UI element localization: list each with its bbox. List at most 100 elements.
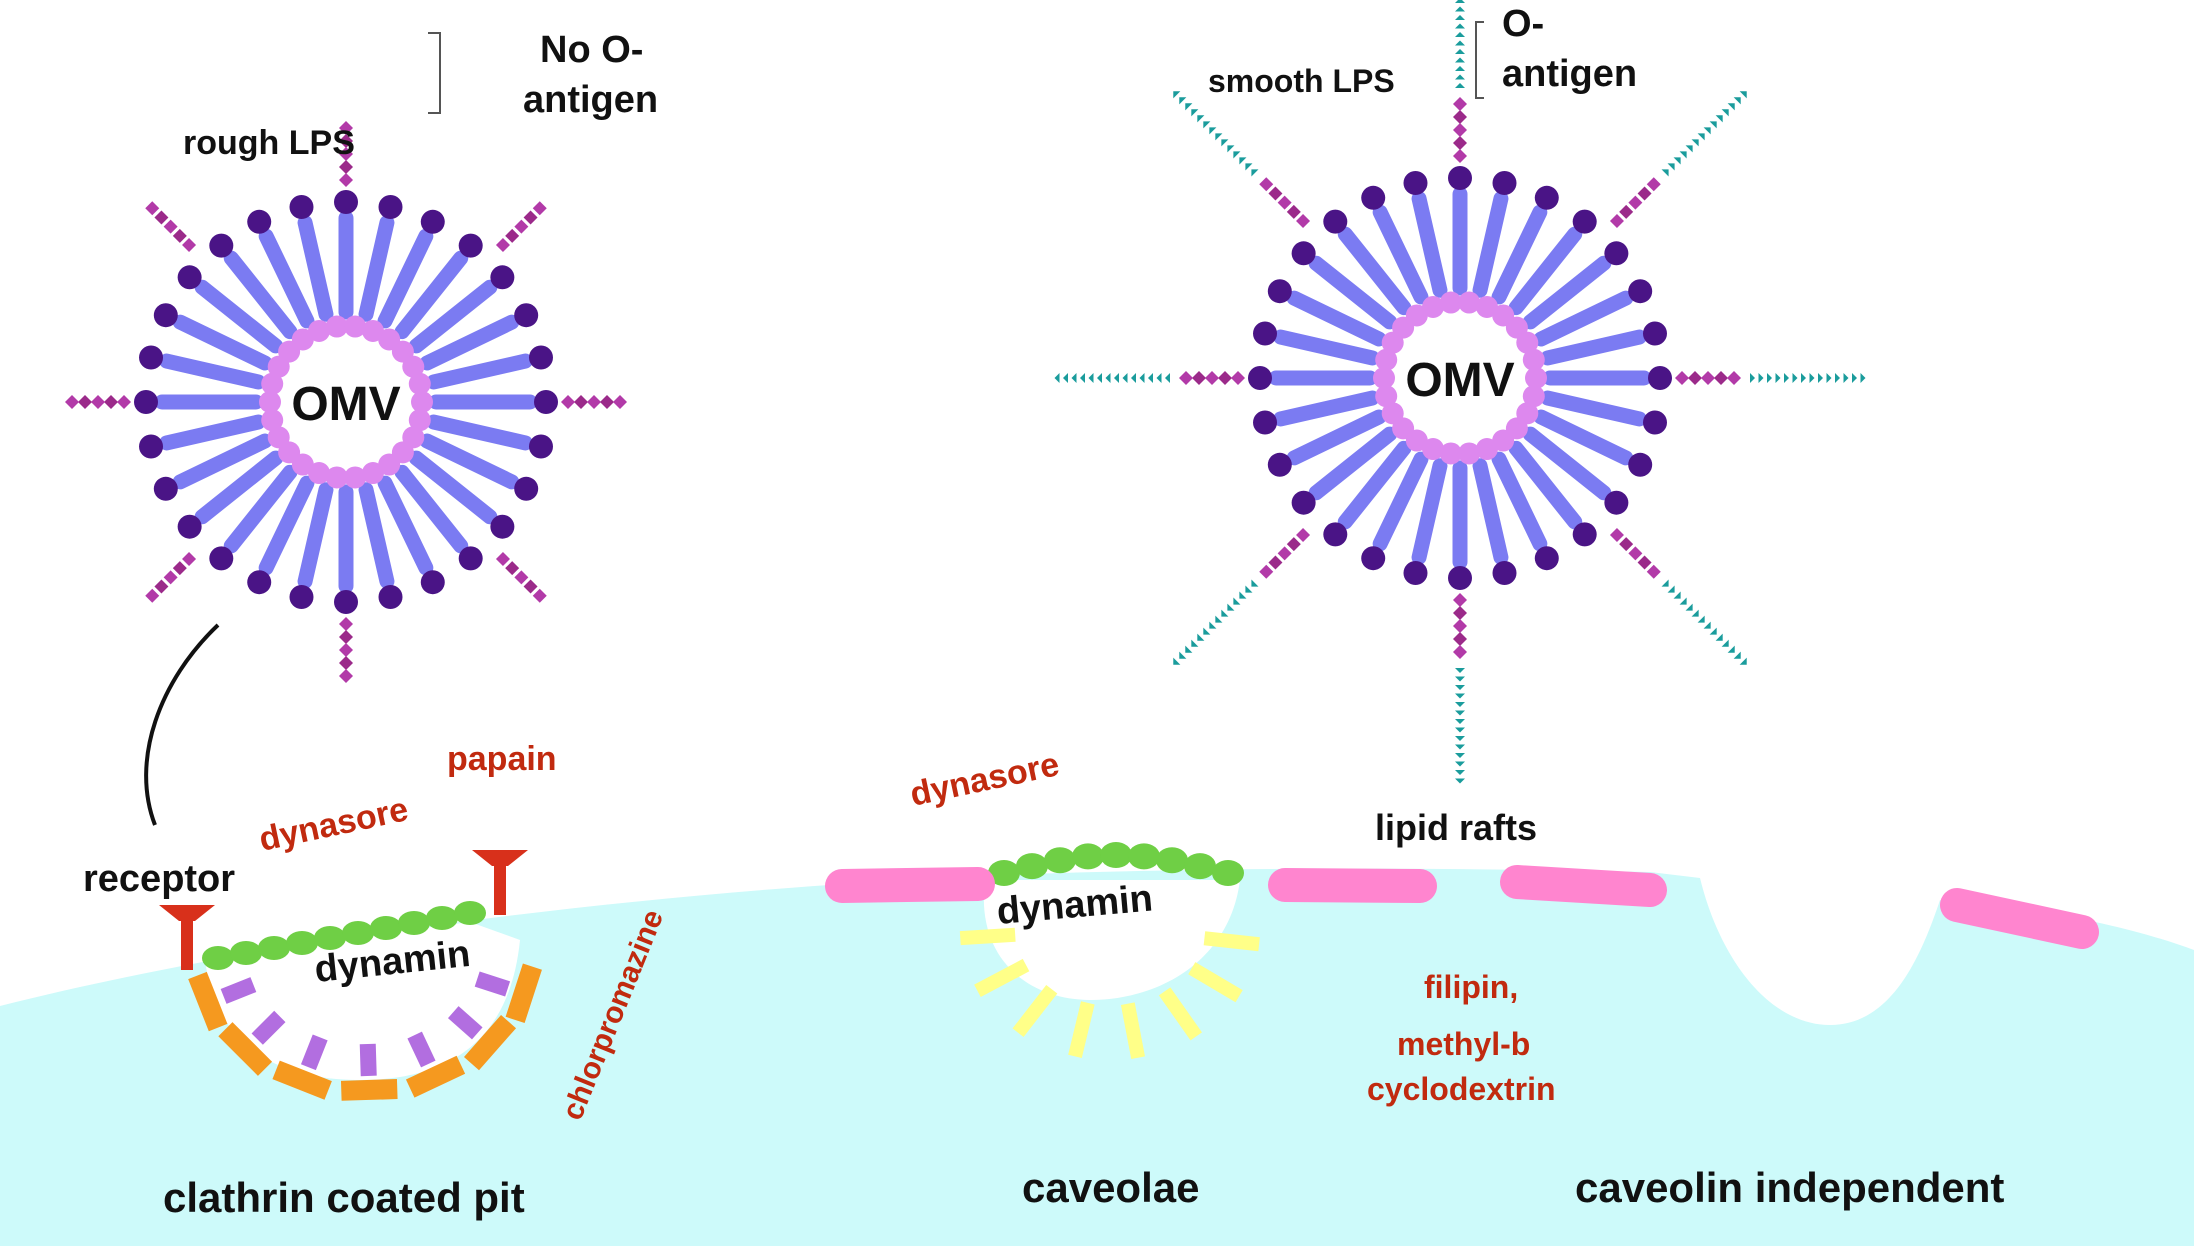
o-antigen-unit [1227, 603, 1235, 611]
lps-core-segment [1231, 371, 1245, 385]
clathrin-triskelion [188, 971, 228, 1032]
lps-core-segment [1286, 537, 1301, 552]
lipid-tail [1372, 204, 1429, 305]
o-antigen-unit [1801, 373, 1806, 383]
lps-core-segment [1259, 177, 1274, 192]
lps-core-segment [514, 219, 529, 234]
lipid-tail [1286, 409, 1387, 466]
omv-receptor-connector [144, 623, 220, 826]
o-antigen-unit [1758, 373, 1764, 383]
lps-core-segment [339, 617, 353, 631]
o-antigen-unit [1697, 615, 1705, 623]
lipid-tail [1508, 226, 1583, 316]
lps-core-segment [561, 395, 575, 409]
lps-core-segment [1218, 371, 1232, 385]
o-antigen-unit [1455, 685, 1465, 690]
adaptor-protein [474, 971, 511, 997]
lps-core-segment [1453, 593, 1467, 607]
o-antigen-unit [1455, 744, 1465, 750]
o-antigen-unit [1455, 40, 1465, 46]
inner-lipid-head [361, 319, 384, 342]
inner-lipid-head [308, 462, 331, 485]
inner-lipid-head [1439, 442, 1462, 465]
inner-lipid-head [1475, 438, 1498, 461]
o-antigen-unit [1173, 657, 1181, 665]
o-antigen-unit [1221, 609, 1229, 617]
omv-rough-lps [65, 121, 627, 683]
lps-core-segment [1277, 195, 1292, 210]
o-antigen-bracket [1475, 21, 1484, 99]
dynasore-caveolae-label: dynasore [907, 745, 1063, 814]
lipid-head [289, 195, 314, 220]
o-antigen-unit [1245, 163, 1253, 171]
o-antigen-unit [1197, 633, 1205, 641]
lps-core-segment [154, 210, 169, 225]
lps-core-segment [1192, 371, 1206, 385]
lipid-head [1492, 171, 1517, 196]
lipid-head [514, 476, 539, 501]
lps-core-segment [1637, 186, 1652, 201]
o-antigen-unit [1667, 585, 1675, 593]
lipid-tail [194, 450, 284, 525]
lipid-head [209, 546, 234, 571]
lps-core-segment [505, 561, 520, 576]
o-antigen-unit [1165, 373, 1170, 383]
lipid-head [528, 434, 553, 459]
inner-lipid-head [267, 426, 290, 449]
lipid-head [1642, 410, 1667, 435]
smooth-lps-label: smooth LPS [1208, 63, 1395, 99]
o-antigen-unit [1455, 770, 1465, 775]
lipid-head [1604, 490, 1629, 515]
lps-core-segment [1637, 555, 1652, 570]
o-antigen-unit [1063, 373, 1068, 383]
o-antigen-unit [1852, 373, 1857, 383]
o-antigen-unit [1775, 373, 1781, 383]
dynamin-bead [1184, 853, 1216, 880]
lps-core-segment [1259, 564, 1274, 579]
inner-lipid-head [408, 409, 431, 432]
o-antigen-unit [1733, 651, 1741, 659]
o-antigen-unit [1209, 127, 1217, 135]
dynamin-bead [398, 911, 430, 935]
lps-core-segment [600, 395, 614, 409]
o-antigen-unit [1455, 15, 1465, 20]
no-o-antigen-bracket [428, 32, 441, 114]
o-antigen-unit [1709, 627, 1717, 635]
inner-lipid-head [1525, 367, 1547, 389]
o-antigen-unit [1455, 778, 1465, 784]
lipid-head [1403, 171, 1428, 196]
inner-lipid-head [1405, 304, 1428, 327]
clathrin-triskelion [405, 1055, 466, 1098]
o-antigen-unit [1685, 145, 1693, 153]
dynamin-bead [1072, 843, 1104, 870]
lps-core-segment [339, 669, 353, 683]
o-antigen-unit [1455, 736, 1465, 741]
lipid-head [1572, 522, 1597, 547]
caveolin-protein [1203, 931, 1260, 952]
inner-lipid-head [378, 453, 401, 476]
o-antigen-unit [1233, 151, 1241, 159]
o-antigen-unit [1455, 83, 1465, 88]
lipid-head [1448, 566, 1472, 590]
lipid-tail [297, 215, 334, 322]
lipid-head [1642, 321, 1667, 346]
o-antigen-unit [1455, 6, 1465, 12]
lipid-tail [1308, 255, 1398, 330]
lps-core-segment [172, 561, 187, 576]
lps-core-segment [1609, 527, 1624, 542]
lps-core-segment [1453, 606, 1467, 620]
lipid-tail [377, 475, 434, 576]
o-antigen-unit [1455, 676, 1465, 682]
o-antigen-unit [1703, 127, 1711, 135]
o-antigen-unit [1661, 579, 1669, 587]
lps-core-segment [145, 588, 160, 603]
o-antigen-unit [1455, 57, 1465, 63]
lps-core-segment [182, 238, 197, 253]
o-antigen-unit [1455, 74, 1465, 80]
o-antigen-unit [1173, 91, 1181, 99]
lps-core-segment [523, 210, 538, 225]
dynamin-bead [988, 860, 1020, 886]
inner-lipid-head [1381, 402, 1404, 425]
no-o-antigen-label-line1: No O- [540, 29, 643, 71]
lps-core-segment [1286, 204, 1301, 219]
